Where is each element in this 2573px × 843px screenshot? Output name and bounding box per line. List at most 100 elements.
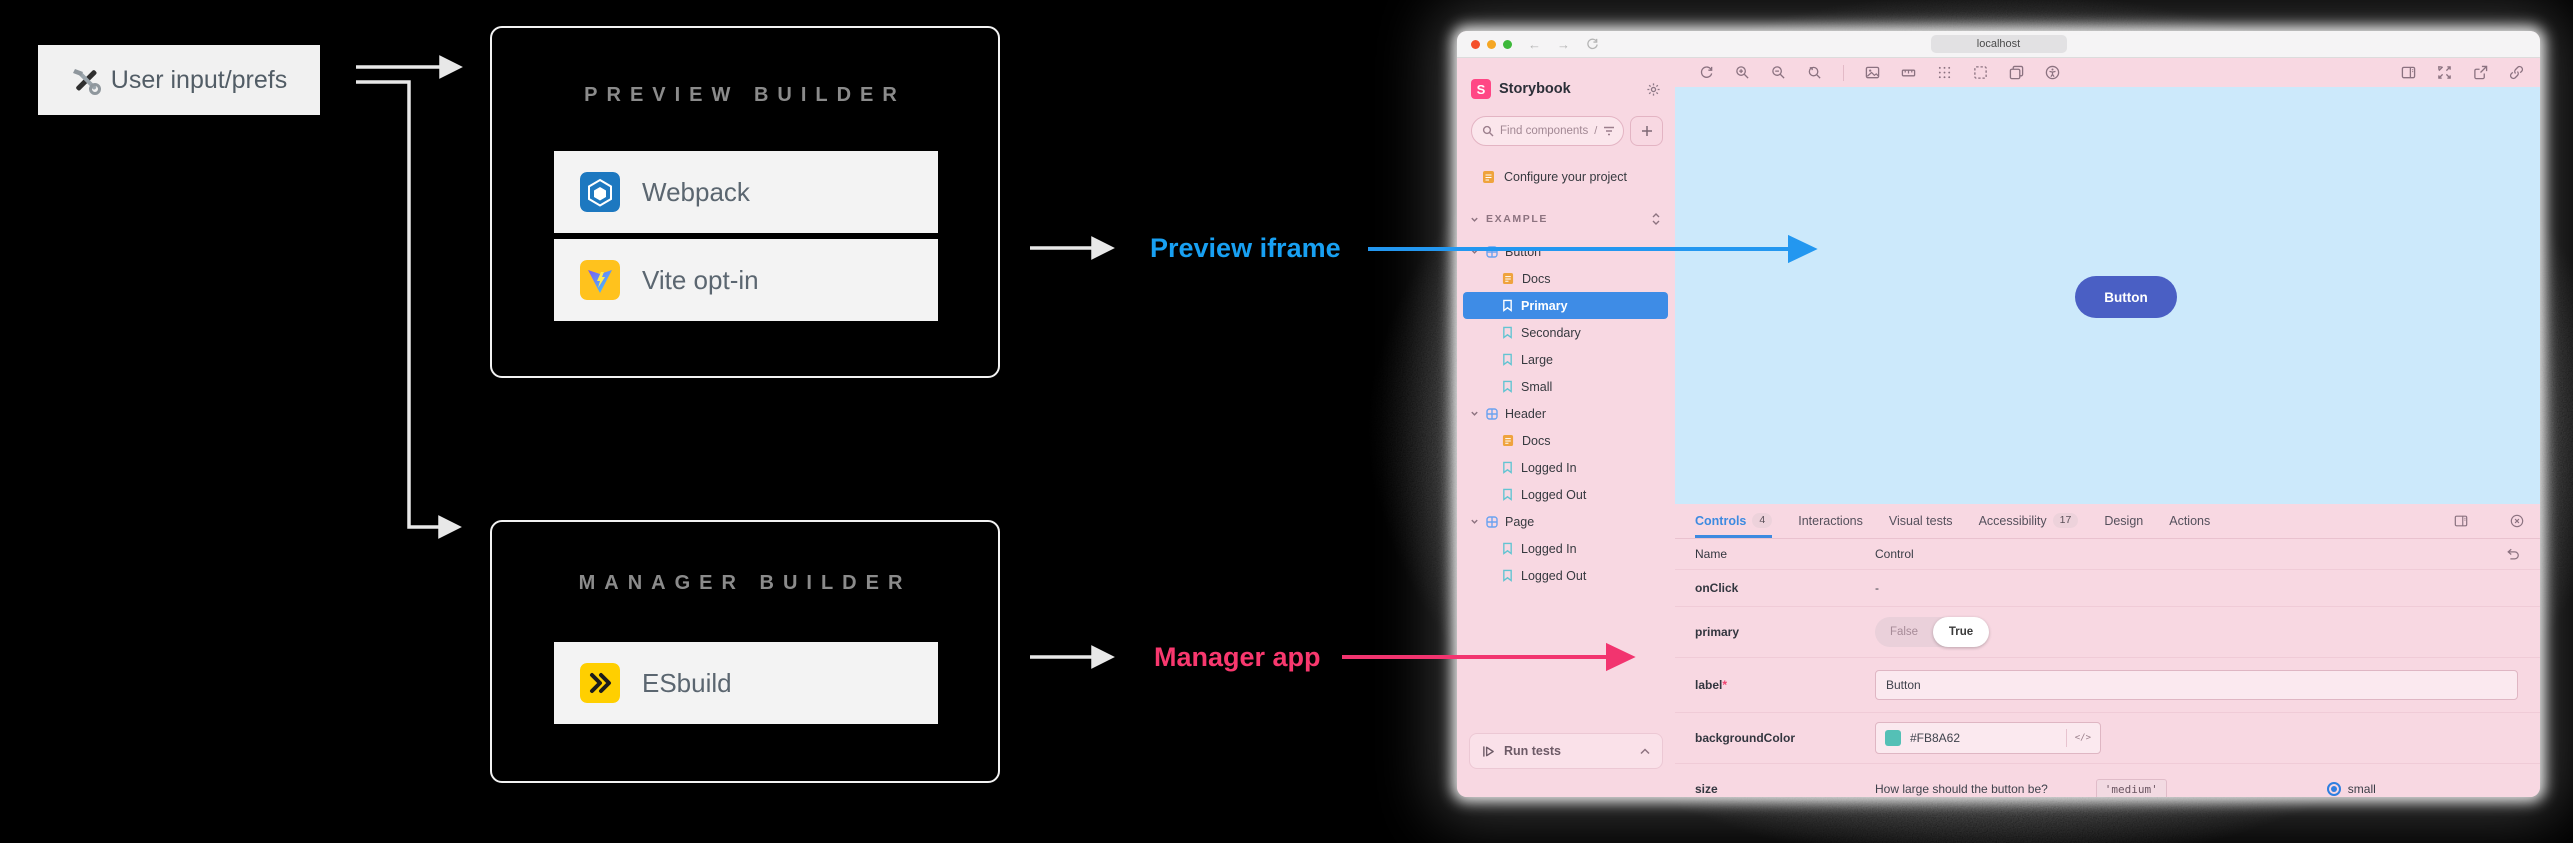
minimize-window-button[interactable] bbox=[1487, 39, 1496, 49]
run-tests-label: Run tests bbox=[1504, 744, 1561, 758]
tree-label: Logged Out bbox=[1521, 487, 1587, 502]
address-bar[interactable]: localhost bbox=[1930, 35, 2067, 53]
canvas-toolbar bbox=[1675, 58, 2540, 87]
sidebar-item-small[interactable]: Small bbox=[1457, 373, 1675, 400]
sidebar-item-header-loggedin[interactable]: Logged In bbox=[1457, 454, 1675, 481]
measure-icon[interactable] bbox=[1901, 65, 1916, 80]
run-tests-button[interactable]: Run tests bbox=[1469, 733, 1663, 769]
sidebar-item-button[interactable]: Button bbox=[1457, 238, 1675, 265]
manager-builder-title: MANAGER BUILDER bbox=[578, 572, 912, 594]
sidebar: S Storybook bbox=[1457, 58, 1675, 797]
color-hex-value: #FB8A62 bbox=[1910, 731, 1961, 745]
preview-builder-box: PREVIEW BUILDER Webpack Vite opt-in bbox=[490, 26, 1000, 378]
docs-icon bbox=[1502, 434, 1514, 447]
tab-visual-tests[interactable]: Visual tests bbox=[1889, 504, 1953, 538]
manager-builder-box: MANAGER BUILDER ESbuild bbox=[490, 520, 1000, 783]
backgroundcolor-input[interactable]: #FB8A62 </> bbox=[1875, 722, 2101, 754]
label-text-input[interactable] bbox=[1875, 670, 2518, 700]
vite-icon bbox=[580, 260, 620, 300]
main-area: Button Controls 4 Interactions Visual te… bbox=[1675, 58, 2540, 797]
zoom-reset-icon[interactable] bbox=[1807, 65, 1822, 80]
docs-icon bbox=[1502, 272, 1514, 285]
search-shortcut: / bbox=[1594, 125, 1598, 137]
reload-icon[interactable] bbox=[1586, 38, 1599, 51]
sidebar-item-button-docs[interactable]: Docs bbox=[1457, 265, 1675, 292]
code-icon[interactable]: </> bbox=[2065, 729, 2091, 747]
grid-icon[interactable] bbox=[1937, 65, 1952, 80]
size-radio-small[interactable] bbox=[2326, 782, 2341, 796]
tab-accessibility[interactable]: Accessibility 17 bbox=[1979, 504, 2079, 538]
zoom-out-icon[interactable] bbox=[1771, 65, 1786, 80]
sidebar-item-large[interactable]: Large bbox=[1457, 346, 1675, 373]
sidebar-item-secondary[interactable]: Secondary bbox=[1457, 319, 1675, 346]
accessibility-icon[interactable] bbox=[2045, 65, 2060, 80]
arg-value: - bbox=[1875, 581, 1879, 595]
sidebar-item-header[interactable]: Header bbox=[1457, 400, 1675, 427]
remount-icon[interactable] bbox=[1699, 65, 1714, 80]
storybook-app: S Storybook bbox=[1457, 58, 2540, 797]
close-panel-icon[interactable] bbox=[2510, 514, 2524, 528]
tab-controls[interactable]: Controls 4 bbox=[1695, 504, 1773, 538]
section-label: EXAMPLE bbox=[1486, 213, 1548, 225]
back-icon[interactable]: ← bbox=[1528, 36, 1541, 52]
sidebar-item-header-docs[interactable]: Docs bbox=[1457, 427, 1675, 454]
sidebar-item-page-loggedout[interactable]: Logged Out bbox=[1457, 562, 1675, 589]
sidebar-item-page[interactable]: Page bbox=[1457, 508, 1675, 535]
toggle-false-option[interactable]: False bbox=[1889, 626, 1919, 638]
sidebar-item-configure[interactable]: Configure your project bbox=[1482, 164, 1675, 190]
arg-name-text: label bbox=[1695, 678, 1723, 692]
sidebar-item-page-loggedin[interactable]: Logged In bbox=[1457, 535, 1675, 562]
fullscreen-icon[interactable] bbox=[2437, 65, 2452, 80]
storybook-logo: S bbox=[1471, 79, 1491, 99]
arg-name: onClick bbox=[1695, 581, 1739, 595]
sidebar-item-header-loggedout[interactable]: Logged Out bbox=[1457, 481, 1675, 508]
toggle-true-option[interactable]: True bbox=[1933, 617, 1989, 647]
zoom-in-icon[interactable] bbox=[1735, 65, 1750, 80]
chevron-down-icon bbox=[1471, 519, 1478, 524]
vite-row: Vite opt-in bbox=[554, 239, 938, 321]
search-input[interactable]: Find components / bbox=[1471, 116, 1625, 146]
preview-button-component[interactable]: Button bbox=[2075, 276, 2177, 318]
collapse-expand-icon[interactable] bbox=[1651, 212, 1661, 226]
close-window-button[interactable] bbox=[1471, 39, 1480, 49]
tree-label: Logged In bbox=[1521, 541, 1577, 556]
chevron-down-icon bbox=[1471, 217, 1478, 222]
open-external-icon[interactable] bbox=[2473, 65, 2488, 80]
gear-icon[interactable] bbox=[1646, 82, 1661, 97]
create-story-button[interactable] bbox=[1630, 116, 1663, 146]
reset-controls-icon[interactable] bbox=[2506, 548, 2520, 561]
name-header: Name bbox=[1695, 547, 1728, 561]
color-swatch[interactable] bbox=[1885, 730, 1901, 746]
filter-icon[interactable] bbox=[1603, 126, 1615, 136]
maximize-window-button[interactable] bbox=[1503, 39, 1512, 49]
outline-icon[interactable] bbox=[1973, 65, 1988, 80]
control-row-label: label* bbox=[1675, 658, 2540, 713]
bookmark-icon bbox=[1503, 299, 1512, 312]
viewport-icon[interactable] bbox=[2009, 65, 2024, 80]
control-header: Control bbox=[1875, 547, 1914, 561]
chevron-up-icon bbox=[1640, 747, 1650, 754]
panel-orientation-icon[interactable] bbox=[2454, 514, 2468, 528]
tab-design[interactable]: Design bbox=[2104, 504, 2143, 538]
tab-label: Interactions bbox=[1798, 513, 1863, 528]
tab-label: Actions bbox=[2169, 513, 2211, 528]
tab-actions[interactable]: Actions bbox=[2169, 504, 2210, 538]
arg-name: primary bbox=[1695, 625, 1740, 639]
component-icon bbox=[1486, 245, 1498, 258]
chevron-down-icon bbox=[1471, 249, 1478, 254]
accessibility-count-badge: 17 bbox=[2052, 513, 2079, 528]
forward-icon[interactable]: → bbox=[1557, 36, 1570, 52]
backgrounds-icon[interactable] bbox=[1865, 65, 1880, 80]
hammer-wrench-icon bbox=[72, 69, 101, 95]
user-input-box: User input/prefs bbox=[38, 45, 320, 115]
sidebar-section-example[interactable]: EXAMPLE bbox=[1470, 206, 1661, 232]
copy-link-icon[interactable] bbox=[2509, 65, 2524, 80]
sidebar-item-primary[interactable]: Primary bbox=[1463, 292, 1668, 319]
primary-toggle[interactable]: False True bbox=[1875, 617, 1989, 647]
arg-name: backgroundColor bbox=[1695, 731, 1796, 745]
tab-label: Controls bbox=[1695, 513, 1747, 528]
size-radio-label: small bbox=[2347, 782, 2376, 796]
panel-position-icon[interactable] bbox=[2401, 65, 2416, 80]
tab-interactions[interactable]: Interactions bbox=[1798, 504, 1863, 538]
